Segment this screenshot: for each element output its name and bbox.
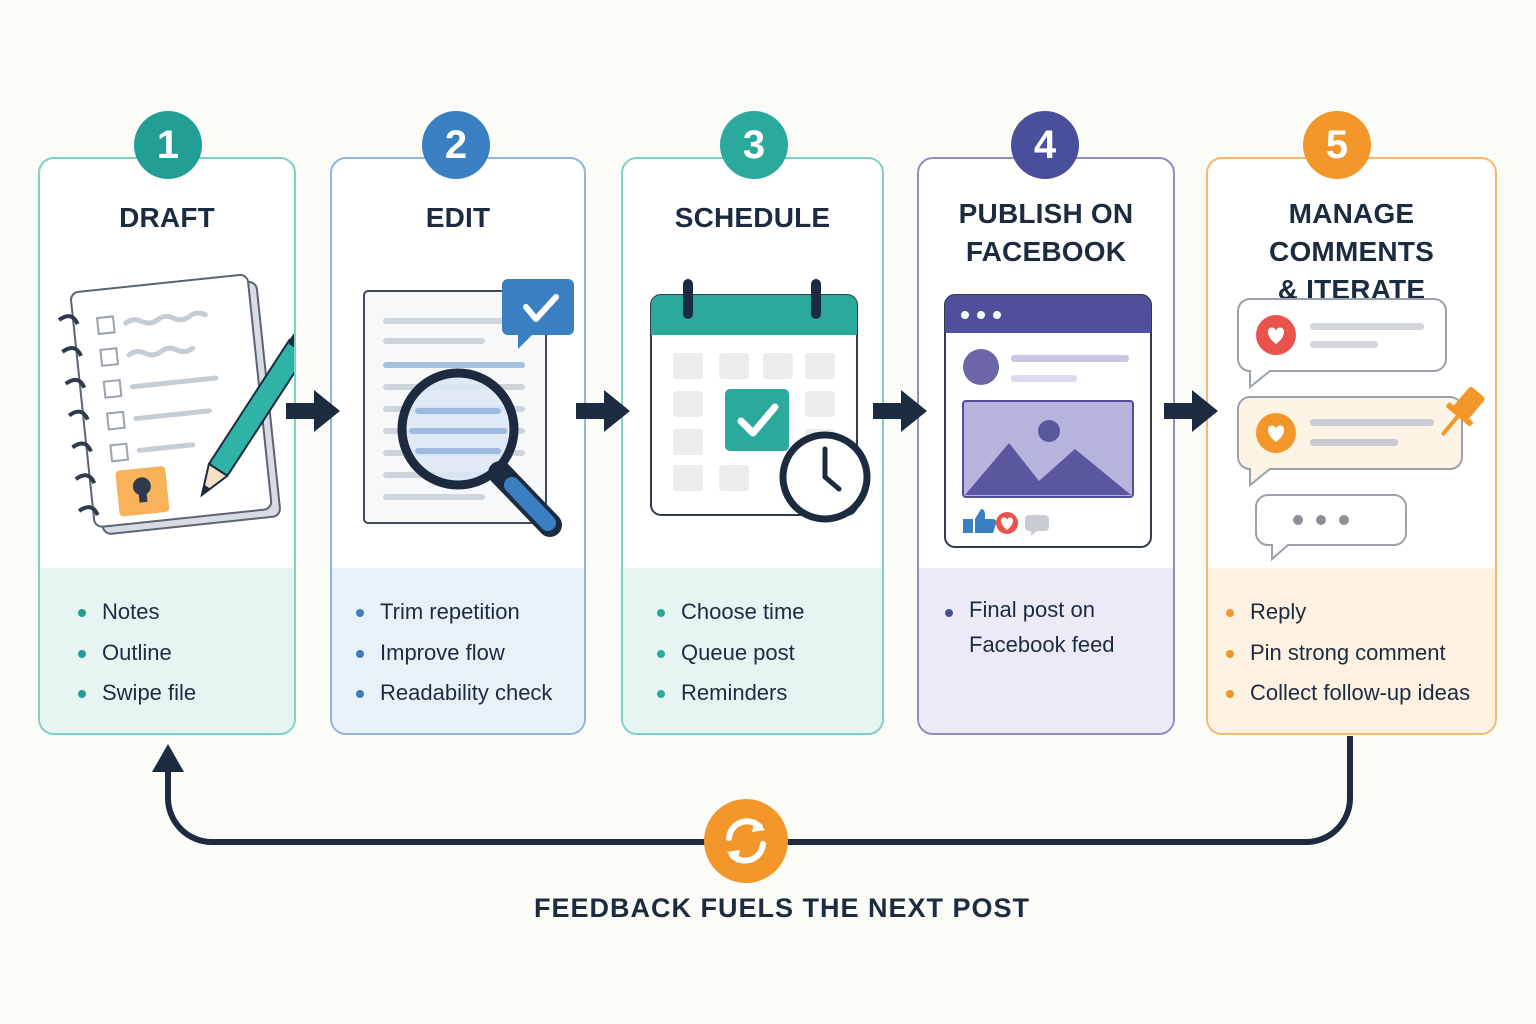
step-1-bullet-notes: Notes [78, 592, 294, 633]
step-1-badge: 1 [134, 111, 202, 179]
step-3-list: Choose time Queue post Reminders [623, 568, 882, 714]
step-2-badge: 2 [422, 111, 490, 179]
step-4-panel: Final post on Facebook feed [919, 568, 1173, 733]
step-5-badge: 5 [1303, 111, 1371, 179]
step-2-panel: Trim repetition Improve flow Readability… [332, 568, 584, 733]
step-1-list: Notes Outline Swipe file [40, 568, 294, 714]
step-1-panel: Notes Outline Swipe file [40, 568, 294, 733]
step-3-badge: 3 [720, 111, 788, 179]
document-magnifier-icon [332, 269, 584, 569]
step-4-badge: 4 [1011, 111, 1079, 179]
right-arrow-icon [873, 390, 927, 432]
step-4-title: PUBLISH ON FACEBOOK [958, 198, 1134, 267]
step-4-card: PUBLISH ON FACEBOOK [917, 157, 1175, 735]
step-2-card: EDIT [330, 157, 586, 735]
step-5-bullet-reply: Reply [1226, 592, 1495, 633]
right-arrow-icon [1164, 390, 1218, 432]
step-1-bullet-outline: Outline [78, 633, 294, 674]
step-3-bullet-queue: Queue post [657, 633, 882, 674]
step-5-title: MANAGE COMMENTS & ITERATE [1269, 198, 1434, 305]
right-arrow-icon [286, 390, 340, 432]
step-2-title: EDIT [425, 202, 491, 233]
step-5-list: Reply Pin strong comment Collect follow-… [1208, 568, 1495, 714]
step-4-list: Final post on Facebook feed [919, 568, 1173, 662]
step-1-bullet-swipe-file: Swipe file [78, 673, 294, 714]
step-5-panel: Reply Pin strong comment Collect follow-… [1208, 568, 1495, 733]
step-3-bullet-time: Choose time [657, 592, 882, 633]
step-3-panel: Choose time Queue post Reminders [623, 568, 882, 733]
step-3-title: SCHEDULE [674, 202, 831, 233]
step-1-title: DRAFT [119, 202, 215, 233]
step-3-bullet-reminders: Reminders [657, 673, 882, 714]
step-5-bullet-pin: Pin strong comment [1226, 633, 1495, 674]
step-3-card: SCHEDULE [621, 157, 884, 735]
feedback-label: FEEDBACK FUELS THE NEXT POST [533, 893, 1031, 923]
step-4-bullet-final-post: Final post on Facebook feed [945, 592, 1153, 662]
right-arrow-icon [576, 390, 630, 432]
comments-icon [1208, 269, 1495, 569]
step-1-card: DRAFT [38, 157, 296, 735]
facebook-post-icon [919, 269, 1173, 569]
step-5-card: MANAGE COMMENTS & ITERATE [1206, 157, 1497, 735]
step-2-list: Trim repetition Improve flow Readability… [332, 568, 584, 714]
step-2-bullet-readability: Readability check [356, 673, 584, 714]
calendar-clock-icon [623, 269, 882, 569]
step-5-bullet-collect: Collect follow-up ideas [1226, 673, 1495, 714]
refresh-cycle-icon [704, 799, 788, 883]
step-2-bullet-trim: Trim repetition [356, 592, 584, 633]
notebook-pencil-icon [40, 269, 294, 569]
step-2-bullet-flow: Improve flow [356, 633, 584, 674]
